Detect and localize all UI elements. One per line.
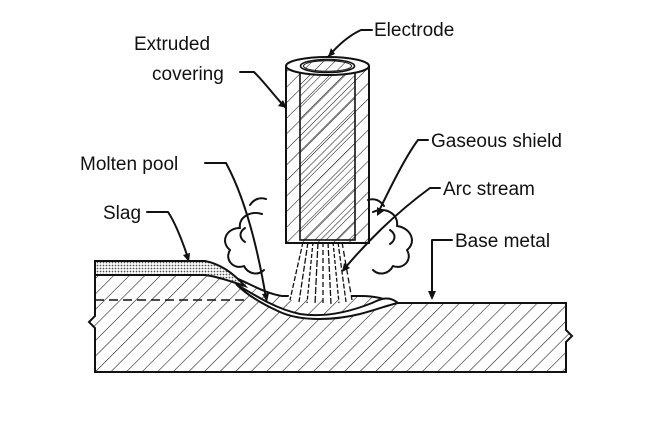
label-base-metal: Base metal — [455, 231, 550, 252]
slag-layer — [94, 260, 249, 289]
label-extruded-covering-line1: Extruded — [134, 34, 210, 55]
label-extruded-covering-line2: covering — [152, 64, 224, 85]
label-gaseous-shield: Gaseous shield — [431, 131, 562, 152]
label-arc-stream: Arc stream — [443, 179, 535, 200]
base-metal — [87, 273, 574, 373]
molten-pool — [235, 283, 401, 320]
arc-stream — [288, 240, 353, 305]
label-electrode: Electrode — [374, 20, 454, 41]
label-molten-pool: Molten pool — [80, 154, 178, 175]
electrode-assembly — [285, 56, 370, 244]
leader-lines — [146, 29, 453, 302]
label-slag: Slag — [103, 203, 141, 224]
